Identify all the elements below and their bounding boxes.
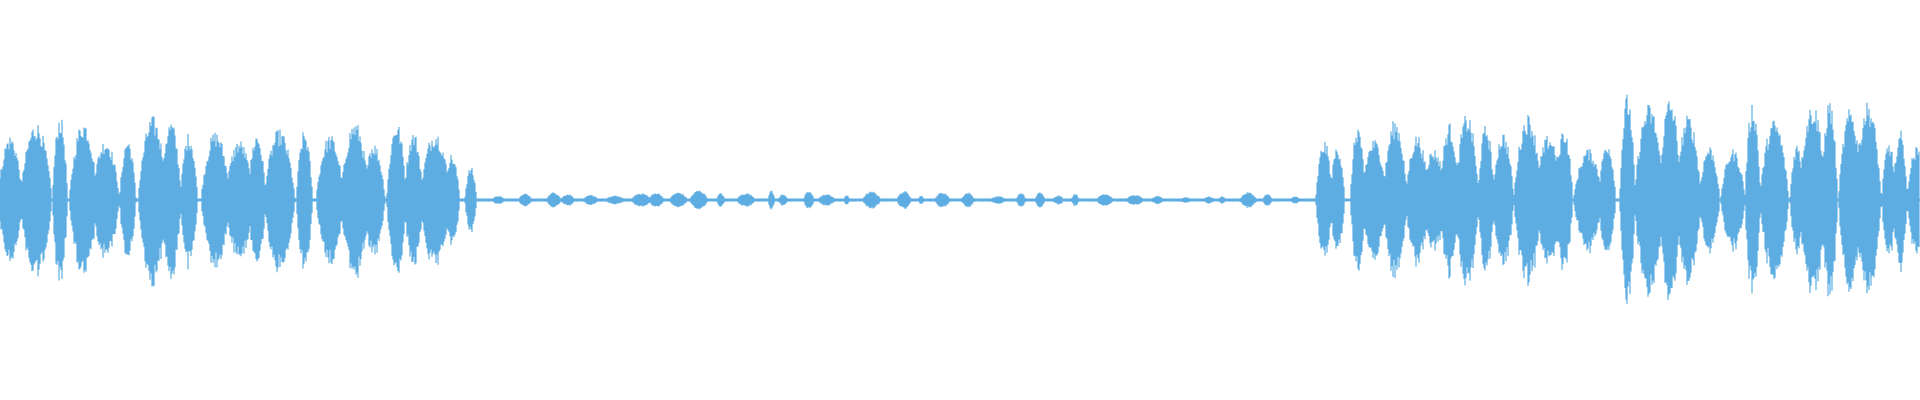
waveform-envelope <box>0 94 1920 304</box>
waveform-bars <box>0 94 1920 304</box>
